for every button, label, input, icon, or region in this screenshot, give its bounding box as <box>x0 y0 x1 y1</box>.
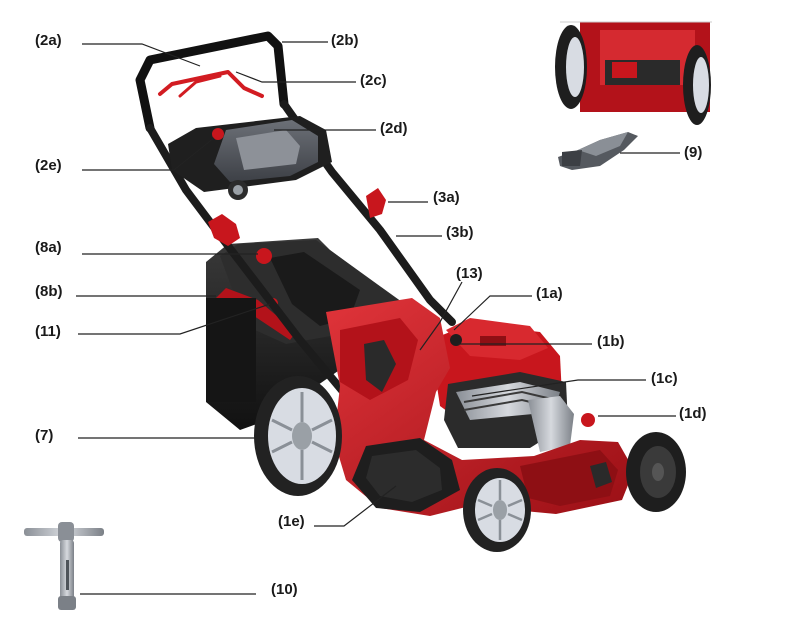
label-2e: (2e) <box>35 157 62 174</box>
label-3a: (3a) <box>433 189 460 206</box>
label-2a: (2a) <box>35 32 62 49</box>
leader-1c <box>471 379 646 397</box>
mulch-wedge-part <box>558 132 638 170</box>
leader-2c <box>235 71 356 83</box>
label-10: (10) <box>271 581 298 598</box>
label-9: (9) <box>684 144 703 161</box>
engine <box>430 318 595 452</box>
label-7: (7) <box>35 427 54 444</box>
label-1a: (1a) <box>536 285 563 302</box>
mower-deck <box>326 298 634 516</box>
leader-1e <box>314 485 397 527</box>
label-1b: (1b) <box>597 333 625 350</box>
front-wheel-left <box>463 468 531 552</box>
label-8b: (8b) <box>35 283 63 300</box>
leader-2e <box>82 137 215 171</box>
inset-underside-view <box>555 21 712 125</box>
label-1c: (1c) <box>651 370 678 387</box>
control-box <box>168 116 332 200</box>
rear-wheel-left <box>254 376 342 496</box>
leader-11 <box>78 303 271 335</box>
label-11: (11) <box>35 323 61 340</box>
label-1d: (1d) <box>679 405 707 422</box>
label-8a: (8a) <box>35 239 62 256</box>
label-2b: (2b) <box>331 32 359 49</box>
leader-13 <box>419 281 463 351</box>
leader-2a <box>82 43 201 67</box>
front-wheel-right <box>626 432 686 512</box>
handle-clamps <box>208 188 386 246</box>
label-2c: (2c) <box>360 72 387 89</box>
leader-lines <box>76 41 680 595</box>
label-1e: (1e) <box>278 513 305 530</box>
spark-plug-wrench <box>24 522 104 610</box>
label-13: (13) <box>456 265 483 282</box>
leader-1a <box>453 295 532 331</box>
label-2d: (2d) <box>380 120 408 137</box>
label-3b: (3b) <box>446 224 474 241</box>
